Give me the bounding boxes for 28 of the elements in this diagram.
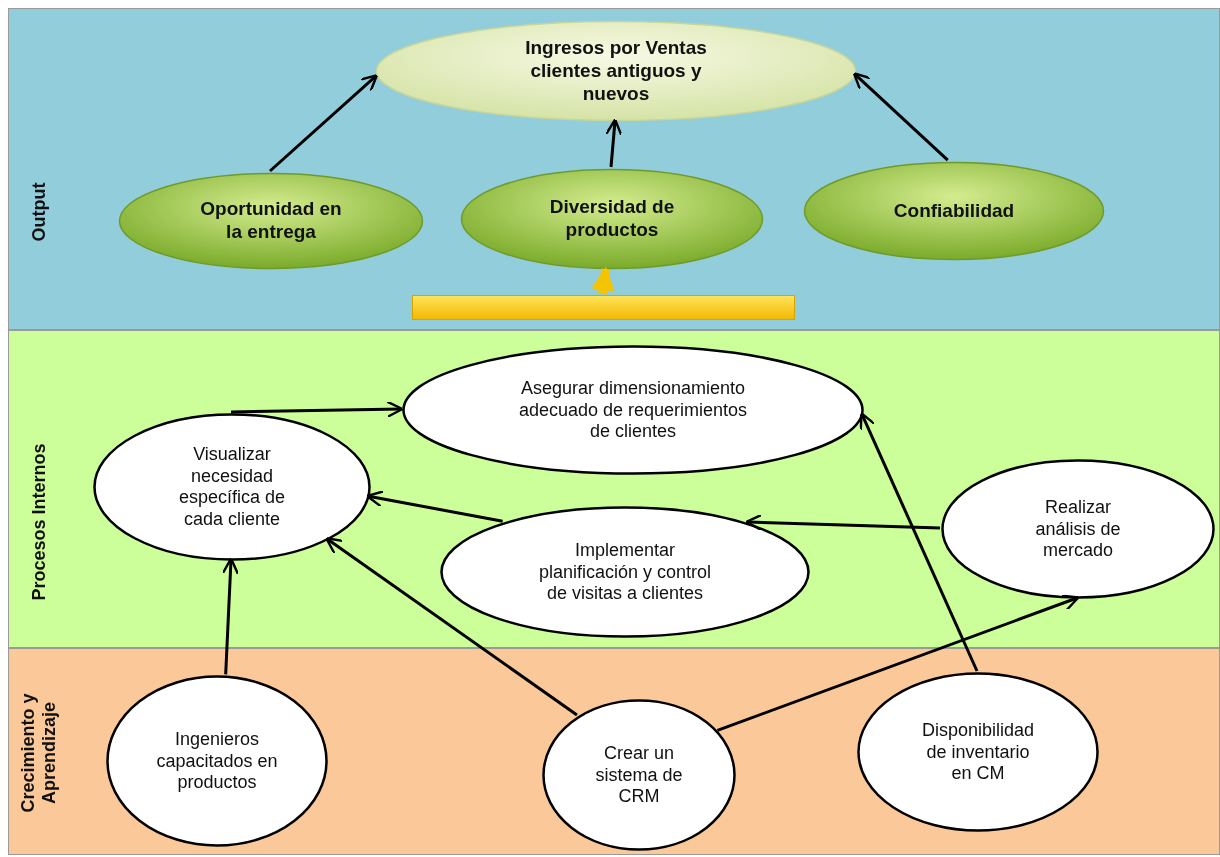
arrow <box>230 400 404 418</box>
lane-panel <box>8 648 1220 855</box>
node-label: Diversidad de productos <box>548 196 676 242</box>
node-label: Implementar planificación y control de visitas a clientes <box>537 539 713 605</box>
lane-label: Procesos Internos <box>28 443 50 601</box>
arrow <box>591 266 615 295</box>
arrow <box>325 537 578 717</box>
node-label: Confiabilidad <box>892 199 1016 223</box>
node-label: Disponibilidad de inventario en CM <box>920 719 1036 785</box>
node-label: Oportunidad en la entrega <box>199 198 343 244</box>
node-label: Asegurar dimensionamiento adecuado de requerimientos de clientes <box>517 377 749 443</box>
node-label: Crear un sistema de CRM <box>594 742 684 808</box>
node-label: Realizar análisis de mercado <box>1034 496 1122 562</box>
lane-panel <box>8 330 1220 648</box>
arrow <box>221 557 240 675</box>
lane-label: Output <box>28 182 50 242</box>
lane-panel <box>8 8 1220 330</box>
arrow <box>269 74 379 173</box>
arrow <box>716 594 1080 732</box>
arrow <box>852 72 949 162</box>
node-label: Ingenieros capacitados en productos <box>155 728 279 794</box>
node-label: Visualizar necesidad específica de cada cliente <box>177 443 287 531</box>
arrow <box>365 490 503 523</box>
arrow <box>859 412 979 672</box>
node-label: Ingresos por Ventas clientes antiguos y nuevos <box>524 36 708 106</box>
arrow <box>605 118 623 168</box>
lane-label: Crecimiento y Aprendizaje <box>18 692 60 815</box>
arrow <box>745 513 941 532</box>
